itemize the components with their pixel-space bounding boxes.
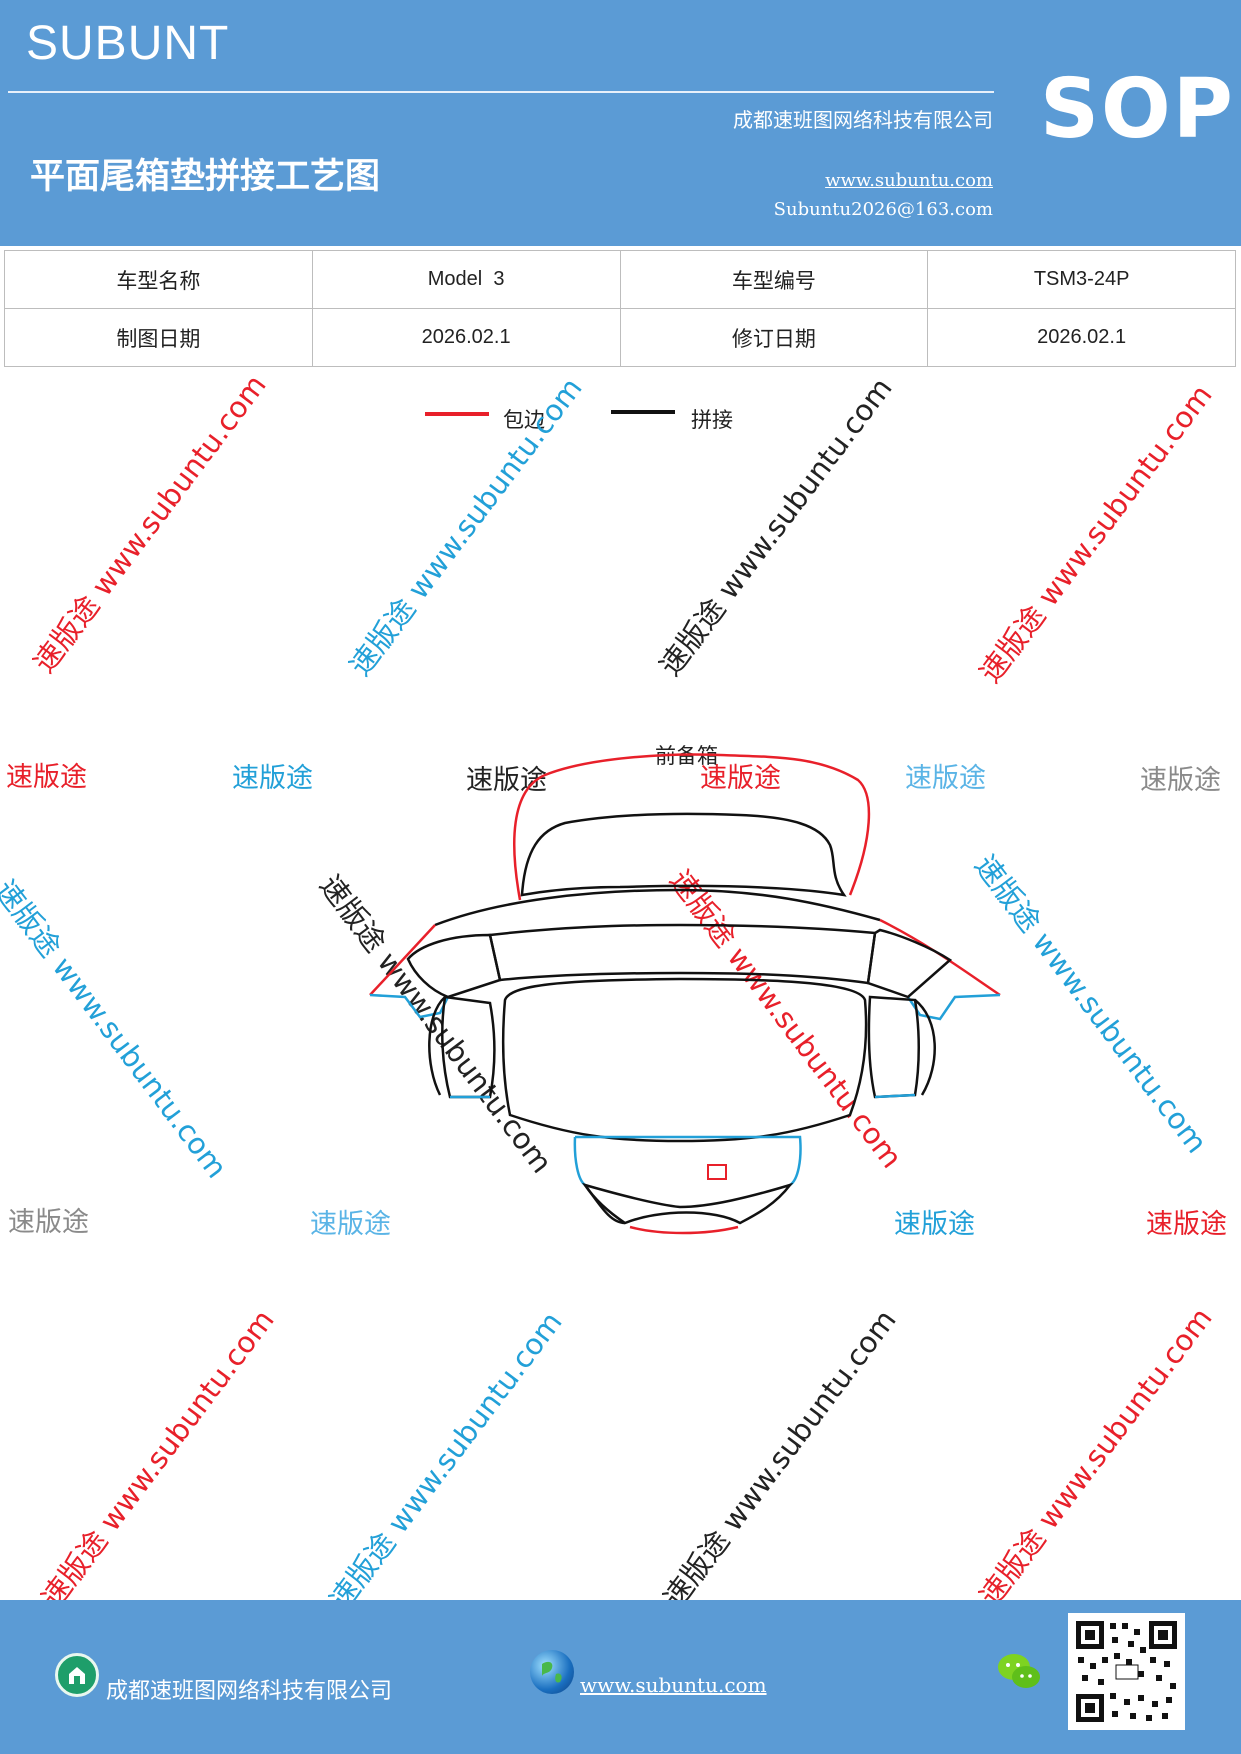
watermark: 速版途	[894, 1209, 975, 1240]
document-title: 平面尾箱垫拼接工艺图	[30, 156, 381, 197]
watermark: 速版途	[232, 763, 313, 794]
home-icon	[55, 1653, 99, 1697]
email-address[interactable]: Subuntu2026@163.com	[773, 199, 993, 220]
model-name-label: 车型名称	[4, 250, 313, 309]
brand-name: SUBUNT	[26, 17, 230, 70]
model-name-value: Model 3	[311, 250, 621, 309]
left-wing-edge	[369, 924, 436, 996]
trunk-mat-diagram	[369, 753, 1001, 1235]
draw-date-label: 制图日期	[4, 308, 313, 367]
watermark: 速版途 www.subuntu.com	[0, 873, 234, 1185]
watermark: 速版途	[700, 763, 781, 794]
right-wing-edge	[879, 918, 1001, 997]
footer-company: 成都速班图网络科技有限公司	[106, 1679, 393, 1704]
center-main-panel	[501, 977, 868, 1143]
watermark: 速版途	[905, 763, 986, 794]
watermark: 速版途	[8, 1207, 89, 1238]
revision-date-value: 2026.02.1	[927, 308, 1236, 367]
left-upper-panel	[406, 933, 502, 999]
vehicle-info-table: 车型名称 Model 3 车型编号 TSM3-24P 制图日期 2026.02.…	[4, 250, 1236, 367]
table-row: 制图日期 2026.02.1 修订日期 2026.02.1	[4, 308, 1236, 367]
legend-seam-label: 拼接	[691, 408, 733, 432]
globe-icon	[530, 1650, 574, 1694]
watermark: 速版途 www.subuntu.com	[972, 378, 1219, 690]
right-pocket-edge	[874, 1093, 916, 1099]
watermark: 速版途 www.subuntu.com	[34, 1303, 281, 1615]
watermark: 速版途 www.subuntu.com	[322, 1305, 569, 1617]
model-code-value: TSM3-24P	[927, 250, 1236, 309]
draw-date-value: 2026.02.1	[311, 308, 621, 367]
company-name: 成都速班图网络科技有限公司	[733, 108, 993, 132]
watermark: 速版途	[1140, 765, 1221, 796]
left-pocket	[441, 995, 496, 1099]
sub-trunk-left	[583, 1184, 626, 1225]
handle-marker	[707, 1164, 727, 1180]
qr-code	[1068, 1613, 1185, 1730]
footer-website[interactable]: www.subuntu.com	[580, 1673, 767, 1697]
header-divider	[8, 91, 994, 93]
right-pocket	[867, 995, 920, 1099]
right-upper-panel	[866, 928, 953, 999]
table-row: 车型名称 Model 3 车型编号 TSM3-24P	[4, 250, 1236, 309]
watermark: 速版途	[1146, 1209, 1227, 1240]
watermark: 速版途 www.subuntu.com	[656, 1303, 903, 1615]
front-trunk-edge	[513, 753, 871, 901]
watermark: 速版途	[6, 762, 87, 793]
front-trunk-seam	[520, 812, 847, 897]
watermark: 速版途	[310, 1209, 391, 1240]
sub-trunk-seam	[582, 1182, 794, 1225]
sub-trunk-bottom-edge	[629, 1225, 739, 1235]
revision-date-label: 修订日期	[619, 308, 929, 367]
wechat-icon	[996, 1652, 1042, 1692]
sub-trunk-blue	[573, 1135, 802, 1187]
right-pocket-curve	[914, 999, 936, 1096]
website-link[interactable]: www.subuntu.com	[825, 170, 993, 191]
watermark: 速版途 www.subuntu.com	[972, 1301, 1219, 1613]
legend-seam-swatch	[611, 410, 675, 414]
left-wing-panel	[369, 993, 450, 1019]
watermark: 速版途 www.subuntu.com	[652, 371, 899, 683]
center-top-panel	[488, 923, 877, 985]
rear-band-seam	[434, 888, 881, 927]
model-code-label: 车型编号	[619, 250, 929, 309]
left-pocket-curve	[428, 996, 446, 1096]
document-code: SOP	[1040, 62, 1235, 157]
watermark: 速版途	[466, 765, 547, 796]
legend-edge-swatch	[425, 412, 489, 416]
legend-edge-label: 包边	[503, 408, 545, 432]
watermark: 速版途 www.subuntu.com	[26, 368, 273, 680]
header-banner: SUBUNT SOP 成都速班图网络科技有限公司 平面尾箱垫拼接工艺图 www.…	[0, 0, 1241, 246]
